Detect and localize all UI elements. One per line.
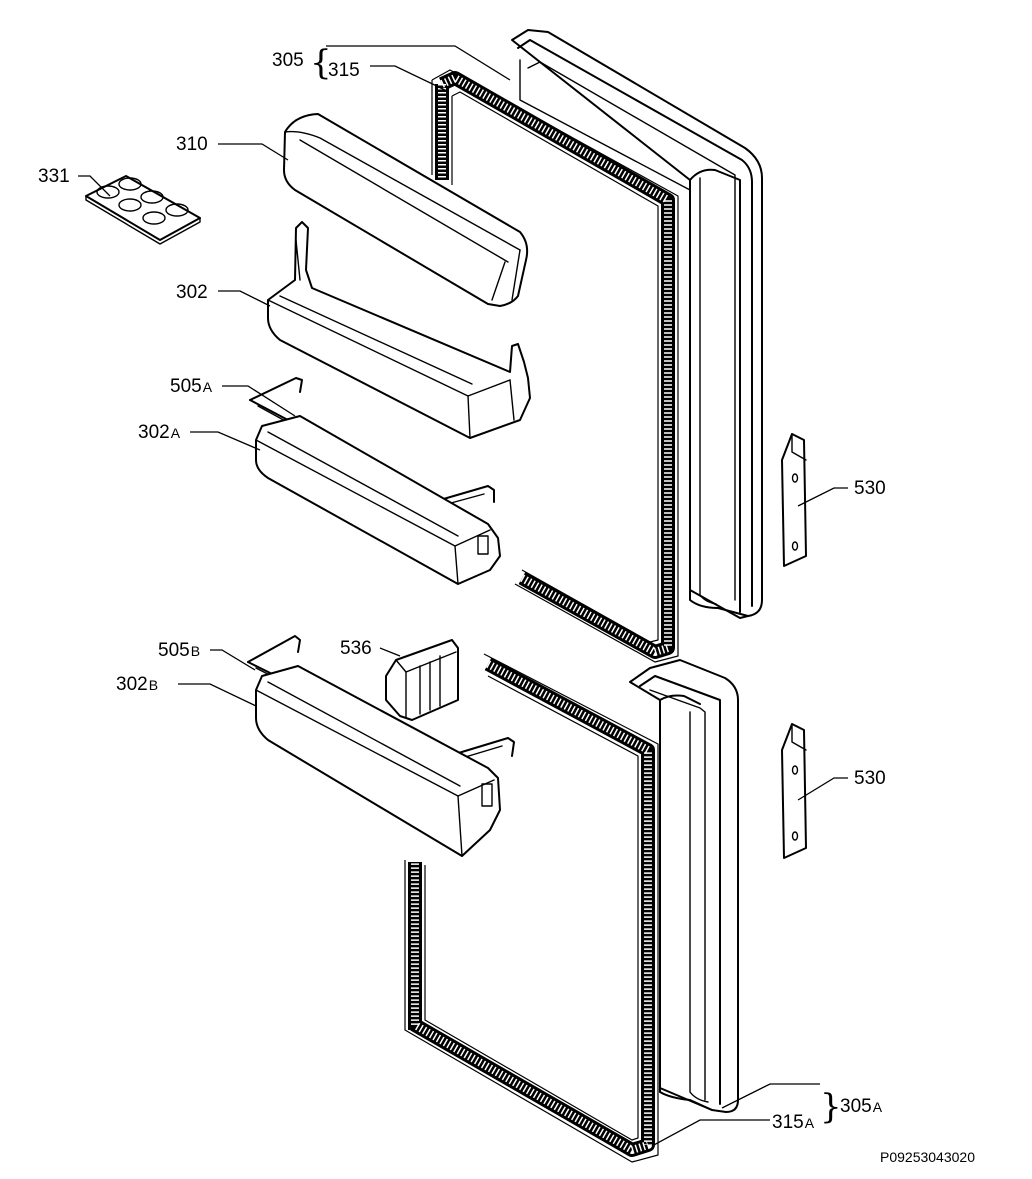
door-shelf-302 xyxy=(267,221,531,439)
lower-door-305a xyxy=(629,659,739,1113)
egg-tray-331 xyxy=(85,175,201,245)
door-shelf-302a xyxy=(255,415,501,585)
label-331: 331 xyxy=(38,166,70,187)
label-530-top: 530 xyxy=(854,478,886,499)
lower-gasket-315a xyxy=(404,653,659,1163)
upper-door-305 xyxy=(511,29,763,619)
leader-lines xyxy=(78,45,848,1147)
hinge-bracket-530-top xyxy=(781,433,807,567)
label-530-bottom: 530 xyxy=(854,768,886,789)
label-302b: 302B xyxy=(116,674,158,695)
label-505a: 505A xyxy=(170,376,213,397)
hinge-bracket-530-bottom xyxy=(781,723,807,859)
shelf-divider-536 xyxy=(385,639,459,721)
label-315: 315 xyxy=(328,60,360,81)
label-302a: 302A xyxy=(138,422,181,443)
label-315a: 315A xyxy=(772,1112,815,1133)
brace-305a: } xyxy=(820,1087,842,1127)
door-shelf-302b xyxy=(255,665,501,857)
label-310: 310 xyxy=(176,134,208,155)
upper-gasket-315 xyxy=(431,69,679,663)
document-code: P09253043020 xyxy=(880,1149,975,1165)
label-536: 536 xyxy=(340,638,372,659)
brace-305: { xyxy=(310,43,332,83)
shelf-cover-310 xyxy=(283,113,529,307)
label-302: 302 xyxy=(176,282,208,303)
label-305: 305 xyxy=(272,50,304,71)
label-305a: 305A xyxy=(840,1096,883,1117)
label-505b: 505B xyxy=(158,640,200,661)
part-labels: 305 { 315 310 331 302 505A 302A 530 505B… xyxy=(38,43,975,1165)
